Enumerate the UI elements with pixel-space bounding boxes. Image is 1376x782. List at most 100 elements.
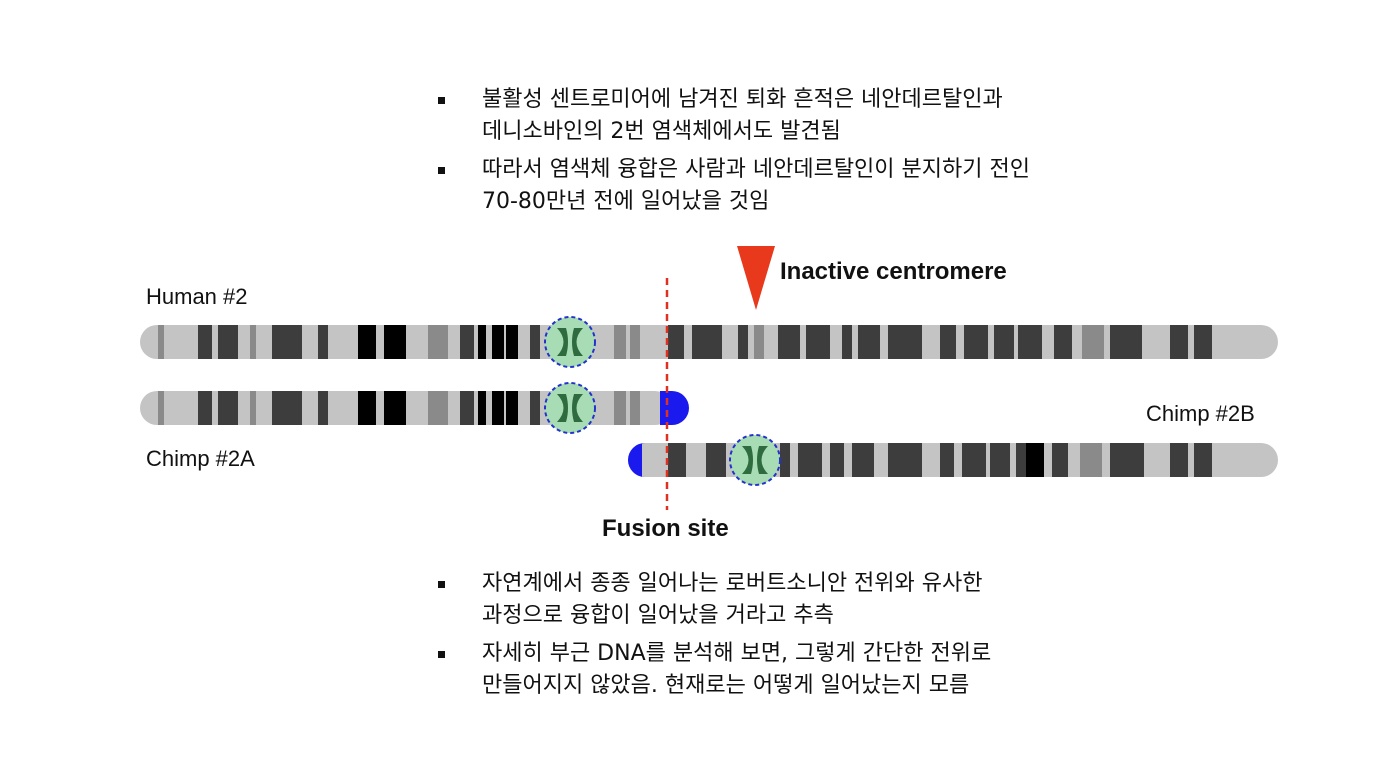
bullet-item: 자세히 부근 DNA를 분석해 보면, 그렇게 간단한 전위로 만들어지지 않았…: [436, 638, 991, 702]
chromosome-band: [272, 391, 302, 425]
bullet-text-line: 만들어지지 않았음. 현재로는 어떻게 일어났는지 모름: [482, 673, 970, 698]
chromosome-band: [492, 391, 504, 425]
chromosome-band: [668, 325, 684, 359]
chromosome-band: [218, 391, 238, 425]
chromosome-band: [994, 325, 1014, 359]
chromosome-band: [1018, 325, 1030, 359]
chromosome-band: [852, 443, 874, 477]
chimp-2b-label: Chimp #2B: [1146, 401, 1255, 426]
chromosome-band: [798, 443, 822, 477]
centromere-circle: [544, 316, 596, 368]
human-chromosome-2: [140, 316, 1278, 368]
chromosome-band: [806, 325, 830, 359]
chromosome-band: [888, 325, 922, 359]
centromere-constriction: [557, 328, 583, 356]
chromosome-band: [842, 325, 852, 359]
chromosome-band: [384, 391, 406, 425]
chromosome-band: [384, 325, 406, 359]
chromosome-band: [630, 391, 640, 425]
bullet-text-line: 과정으로 융합이 일어났을 거라고 추측: [482, 603, 834, 628]
chromosome-band: [318, 325, 328, 359]
bullet-marker: [438, 97, 445, 104]
chromosome-band: [830, 443, 844, 477]
chromosome-band: [962, 443, 986, 477]
chromosome-band: [1030, 325, 1042, 359]
chromosome-band: [460, 391, 474, 425]
chromosome-band: [478, 325, 486, 359]
bullet-text-line: 따라서 염색체 융합은 사람과 네안데르탈인이 분지하기 전인: [482, 157, 1030, 182]
chimp-chromosome-2a: [140, 382, 689, 434]
chromosome-band: [460, 325, 474, 359]
chromosome-band: [630, 325, 640, 359]
top-bullet-list: 불활성 센트로미어에 남겨진 퇴화 흔적은 네안데르탈인과 데니소바인의 2번 …: [436, 84, 1030, 224]
chromosome-band: [888, 443, 922, 477]
chromosome-band: [250, 391, 256, 425]
bullet-text-line: 데니소바인의 2번 염색체에서도 발견됨: [482, 119, 841, 144]
centromere-circle: [544, 382, 596, 434]
chromosome-band: [1194, 443, 1212, 477]
chromosome-band: [1170, 443, 1188, 477]
chromosome-band: [778, 325, 800, 359]
chromosome-band: [218, 325, 238, 359]
human-2-label: Human #2: [146, 284, 248, 309]
chimp-2a-label: Chimp #2A: [146, 446, 255, 471]
chromosome-band: [1016, 443, 1026, 477]
bullet-marker: [438, 167, 445, 174]
chromosome-band: [964, 325, 988, 359]
chromosome-band: [1082, 325, 1104, 359]
chromosome-band: [530, 391, 540, 425]
chromosome-band: [250, 325, 256, 359]
chromosome-band: [858, 325, 880, 359]
chromosome-band: [158, 325, 164, 359]
chromosome-band: [428, 325, 448, 359]
inactive-centromere-marker-icon: [737, 246, 775, 310]
chromosome-band: [1110, 325, 1142, 359]
chromosome-band: [506, 325, 518, 359]
chromosome-band: [506, 391, 518, 425]
chromosome-band: [358, 391, 376, 425]
bullet-item: 따라서 염색체 융합은 사람과 네안데르탈인이 분지하기 전인 70-80만년 …: [436, 154, 1030, 218]
bullet-text-line: 70-80만년 전에 일어났을 것임: [482, 189, 770, 214]
chromosome-band: [530, 325, 540, 359]
telomere-cap: [660, 391, 689, 425]
chromosome-band: [780, 443, 790, 477]
chromosome-band: [1110, 443, 1144, 477]
bullet-item: 자연계에서 종종 일어나는 로버트소니안 전위와 유사한 과정으로 융합이 일어…: [436, 568, 991, 632]
chromosome-band: [478, 391, 486, 425]
chromosome-band: [738, 325, 748, 359]
centromere-constriction: [557, 394, 583, 422]
chromosome-band: [318, 391, 328, 425]
centromere-circle: [729, 434, 781, 486]
chromosome-band: [940, 443, 954, 477]
bullet-text-line: 불활성 센트로미어에 남겨진 퇴화 흔적은 네안데르탈인과: [482, 87, 1003, 112]
chromosome-band: [272, 325, 302, 359]
bullet-item: 불활성 센트로미어에 남겨진 퇴화 흔적은 네안데르탈인과 데니소바인의 2번 …: [436, 84, 1030, 148]
bullet-marker: [438, 581, 445, 588]
chromosome-band: [1054, 325, 1072, 359]
chromosome-band: [428, 391, 448, 425]
chromosome-band: [1080, 443, 1102, 477]
chromosome-band: [358, 325, 376, 359]
chromosome-band: [940, 325, 956, 359]
bullet-marker: [438, 651, 445, 658]
inactive-centromere-label: Inactive centromere: [780, 258, 1007, 285]
bottom-bullet-list: 자연계에서 종종 일어나는 로버트소니안 전위와 유사한 과정으로 융합이 일어…: [436, 568, 991, 708]
chimp-chromosome-2b: [628, 434, 1278, 486]
chromosome-band: [158, 391, 164, 425]
chromosome-band: [706, 443, 726, 477]
chromosome-band: [614, 325, 626, 359]
bullet-text-line: 자연계에서 종종 일어나는 로버트소니안 전위와 유사한: [482, 571, 983, 596]
chromosome-band: [1170, 325, 1188, 359]
chromosome-band: [754, 325, 764, 359]
fusion-site-label: Fusion site: [602, 515, 729, 542]
chromosome-band: [614, 391, 626, 425]
chromosome-band: [198, 391, 212, 425]
centromere-constriction: [742, 446, 768, 474]
chromosome-band: [1194, 325, 1212, 359]
chromosome-band: [692, 325, 722, 359]
chromosome-band: [1052, 443, 1068, 477]
bullet-text-line: 자세히 부근 DNA를 분석해 보면, 그렇게 간단한 전위로: [482, 641, 992, 666]
chromosome-band: [990, 443, 1010, 477]
chromosome-band: [668, 443, 686, 477]
